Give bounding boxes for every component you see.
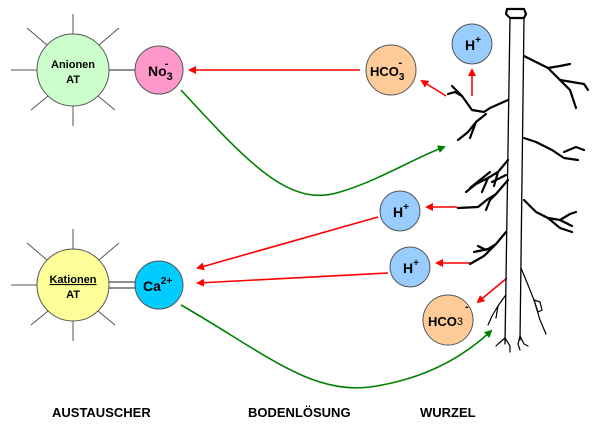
arrow-root-to-hco3-bottom	[476, 277, 508, 304]
calcium-ion-circle	[134, 260, 184, 310]
uptake-arrows	[180, 89, 493, 389]
bicarbonate-ion-bottom-circle	[422, 294, 474, 346]
bicarbonate-ion-bottom-label: HCO3	[428, 314, 463, 329]
bicarbonate-ion-top-label: HCO3-	[370, 57, 405, 83]
hydrogen-ion-top-circle	[451, 23, 493, 65]
nitrate-ion-label: No3-	[148, 58, 173, 83]
hydrogen-ion-mid-1-label: H+	[393, 202, 409, 220]
hydrogen-ion-mid-2-label: H+	[403, 258, 419, 276]
anion-exchanger-circle	[36, 33, 110, 107]
hydrogen-ion-mid-2: H+	[389, 246, 431, 288]
cation-exchanger-label-2: AT	[66, 289, 80, 301]
hydrogen-ion-mid-1-circle	[379, 190, 421, 232]
anion-exchanger-label-1: Anionen	[51, 59, 95, 71]
release-arrows	[188, 66, 508, 304]
bicarbonate-ion-bottom-charge: -	[465, 301, 469, 313]
hydrogen-ion-mid-2-circle	[389, 246, 431, 288]
hydrogen-ion-mid-1: H+	[379, 190, 421, 232]
bicarbonate-ion-top-circle	[365, 44, 417, 96]
column-label-exchanger: AUSTAUSCHER	[52, 405, 151, 420]
cation-exchanger-circle	[36, 248, 110, 322]
root	[446, 7, 590, 353]
anion-exchanger: Anionen AT	[11, 14, 136, 126]
cation-exchanger: Kationen AT	[11, 229, 136, 341]
column-label-soil-solution: BODENLÖSUNG	[248, 405, 351, 420]
cation-exchanger-label-1: Kationen	[49, 274, 96, 286]
nitrate-ion: No3-	[134, 45, 184, 95]
anion-exchanger-label-2: AT	[66, 74, 80, 86]
root-fine-branches	[487, 267, 547, 353]
arrow-root-to-hco3-top	[420, 79, 447, 97]
column-label-root: WURZEL	[420, 405, 476, 420]
hydrogen-ion-top-label: H+	[465, 35, 481, 53]
bicarbonate-ion-bottom: HCO3 -	[422, 294, 474, 346]
calcium-ion: Ca2+	[134, 260, 184, 310]
hydrogen-ion-top: H+	[451, 23, 493, 65]
bicarbonate-ion-top: HCO3-	[365, 44, 417, 96]
root-branches	[446, 54, 590, 266]
arrow-calcium-to-root	[180, 304, 493, 389]
double-bond	[108, 281, 136, 289]
root-main-stem	[504, 7, 528, 345]
calcium-ion-label: Ca2+	[143, 276, 172, 294]
arrow-h-mid-2-to-calcium	[196, 272, 389, 287]
arrow-nitrate-to-root	[180, 89, 446, 197]
arrow-h-mid-1-to-calcium	[196, 216, 379, 271]
nitrate-ion-circle	[134, 45, 184, 95]
